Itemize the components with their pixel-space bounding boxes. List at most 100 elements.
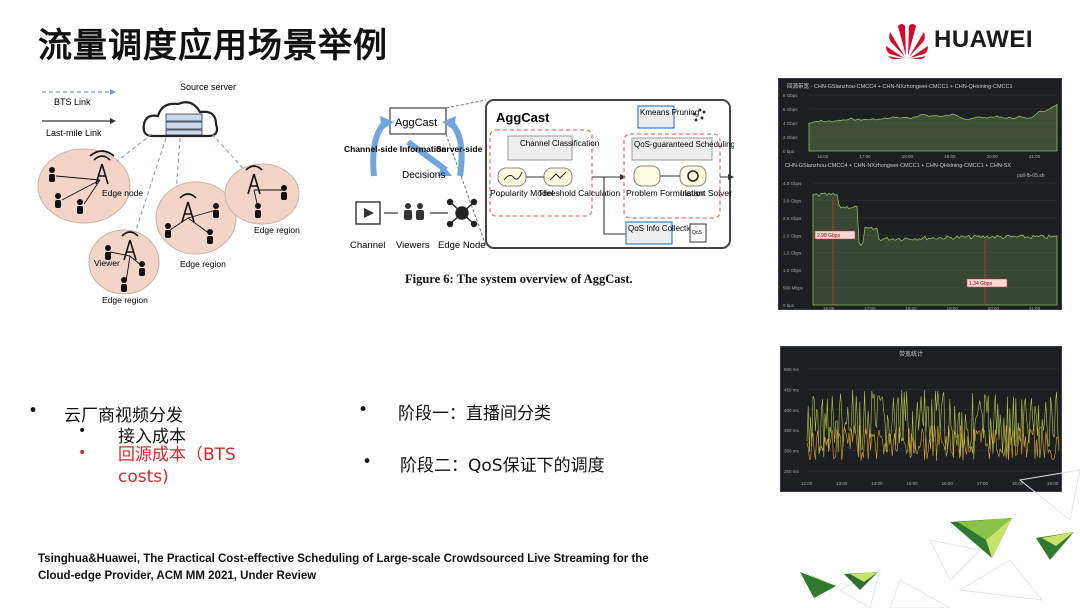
- aggcast-diagram: AggCast Channel-side Information Server-…: [344, 99, 734, 251]
- y-tick-label: 3.0 Gbps: [783, 198, 802, 203]
- x-tick-label: 13:00: [836, 481, 848, 486]
- sub-bullet-access-cost: 接入成本: [118, 427, 186, 447]
- y-tick-label: 8 Gbps: [783, 93, 798, 98]
- chart-top-legend-2: pull-fb-05.sh: [1017, 173, 1045, 179]
- chart-bottom-series-a: [806, 389, 1060, 460]
- x-tick-label: 18:00: [905, 306, 917, 311]
- y-tick-label: 4 Gbps: [783, 121, 798, 126]
- huawei-flower-icon: [886, 24, 928, 60]
- qos-scheduling-box: [631, 137, 713, 161]
- qos-doc-icon-label: QoS: [692, 230, 703, 236]
- chart-bottom-series-b: [806, 425, 1060, 461]
- bullet-dot-2: •: [358, 400, 369, 420]
- x-tick-label: 20:00: [987, 154, 999, 159]
- x-tick-label: 19:00: [1047, 481, 1059, 486]
- chart-top-header-1: 回源带宽 - CHN-GSlanzhou-CMCC4 + CHN-NXzhong…: [787, 82, 1013, 90]
- aggcast-title: AggCast: [496, 110, 550, 125]
- chart-tag-1-label: 2.98 Gbps: [817, 233, 841, 239]
- edge-region-4: [224, 163, 300, 225]
- bandwidth-chart-panel: 回源带宽 - CHN-GSlanzhou-CMCC4 + CHN-NXzhong…: [778, 78, 1062, 311]
- y-tick-label: 1.0 Gbps: [783, 268, 802, 273]
- edge-node-hub-icon: [446, 198, 478, 228]
- x-tick-label: 19:00: [944, 154, 956, 159]
- x-tick-label: 17:00: [977, 481, 989, 486]
- y-tick-label: 2.0 Gbps: [783, 233, 802, 238]
- decisions-label: Decisions: [402, 170, 445, 181]
- antenna-icon: [89, 150, 263, 261]
- x-tick-label: 12:00: [801, 481, 813, 486]
- bullet-stage-two: 阶段二：QoS保证下的调度: [400, 456, 605, 476]
- y-tick-label: 4.0 Gbps: [783, 181, 802, 186]
- x-tick-label: 18:00: [1012, 481, 1024, 486]
- viewer-person-icons: [49, 167, 287, 292]
- x-tick-label: 17:00: [864, 306, 876, 311]
- bullet-dot-3: •: [362, 452, 373, 472]
- chart-bottom-header: 带宽统计: [899, 350, 923, 358]
- sub-bullet-dot-1: •: [78, 423, 87, 439]
- chart-top-header-2: CHN-GSlanzhou-CMCC4 + CHN-NXzhongwei-CMC…: [785, 163, 1011, 169]
- channel-label: Channel: [350, 240, 385, 251]
- solver-gear-icon: [679, 165, 707, 187]
- chart-top-series-a: [808, 103, 1058, 152]
- legend-bts-label: BTS Link: [54, 97, 91, 107]
- aggcast-small-box: [389, 107, 447, 135]
- citation: Tsinghua&Huawei, The Practical Cost-effe…: [38, 553, 649, 582]
- x-tick-label: 18:00: [902, 154, 914, 159]
- edge-node-label: Edge node: [102, 188, 143, 198]
- channel-classification-box: [507, 135, 573, 161]
- popularity-icon: [497, 167, 527, 187]
- y-tick-label: 250 ms: [784, 469, 800, 474]
- viewers-people-icon: [404, 203, 424, 220]
- x-tick-label: 16:00: [942, 481, 954, 486]
- server-side-info-label: Server-side Information: [436, 144, 531, 154]
- slide-title: 流量调度应用场景举例: [38, 26, 388, 66]
- y-tick-label: 350 ms: [784, 428, 800, 433]
- sub-bullet-bts-cost: 回源成本（BTS costs): [118, 445, 236, 487]
- problem-formulation-label: Problem Formulation: [626, 188, 705, 198]
- legend-lastmile-label: Last-mile Link: [46, 128, 102, 138]
- chart-tag-1: [814, 230, 856, 240]
- channel-film-icon: [355, 201, 381, 225]
- y-tick-label: 6 Gbps: [783, 107, 798, 112]
- bandwidth-chart: 回源带宽 - CHN-GSlanzhou-CMCC4 + CHN-NXzhong…: [783, 82, 1058, 311]
- qos-scheduling-label: QoS-guaranteed Scheduling: [634, 140, 734, 149]
- huawei-logo: HUAWEI: [884, 20, 1054, 60]
- y-tick-label: 500 ms: [784, 367, 800, 372]
- network-diagram: BTS Link Last-mile Link Source server Ed…: [37, 82, 300, 305]
- y-tick-label: 2 Gbps: [783, 135, 798, 140]
- y-tick-label: 2.5 Gbps: [783, 216, 802, 221]
- x-tick-label: 14:00: [871, 481, 883, 486]
- bullet-stage-one: 阶段一：直播间分类: [398, 404, 551, 424]
- x-tick-label: 20:00: [988, 306, 1000, 311]
- viewer-label: Viewer: [94, 258, 120, 268]
- y-tick-label: 400 ms: [784, 408, 800, 413]
- channel-classification-label: Channel Classification: [520, 139, 599, 148]
- qos-info-collection-label: QoS Info Collection: [628, 224, 697, 233]
- threshold-calculation-label: Threshold Calculation: [538, 188, 620, 198]
- y-tick-label: 450 ms: [784, 387, 800, 392]
- x-tick-label: 19:00: [947, 306, 959, 311]
- edge-region-label-2: Edge region: [180, 259, 226, 269]
- problem-icon: [633, 165, 661, 187]
- sub-bullet-dot-2: •: [78, 445, 87, 461]
- edge-region-1: [37, 148, 131, 224]
- cloud-server-icon: [142, 101, 219, 138]
- decorative-triangles: [800, 469, 1080, 608]
- x-tick-label: 21:00: [1029, 306, 1041, 311]
- x-tick-label: 21:00: [1029, 154, 1041, 159]
- aggcast-small-label: AggCast: [395, 117, 437, 129]
- kmeans-pruning-label: Kmeans Pruning: [640, 108, 699, 117]
- threshold-icon: [543, 167, 573, 187]
- source-server-label: Source server: [180, 82, 236, 92]
- y-tick-label: 0 bps: [783, 303, 795, 308]
- x-tick-label: 15:00: [906, 481, 918, 486]
- chart-bottom-xaxis: 12:00 13:00 14:00 15:00 16:00 17:00 18:00 19:00: [801, 481, 1059, 486]
- qos-info-collection-box: [625, 221, 673, 245]
- instant-solver-label: Instant Solver: [680, 188, 732, 198]
